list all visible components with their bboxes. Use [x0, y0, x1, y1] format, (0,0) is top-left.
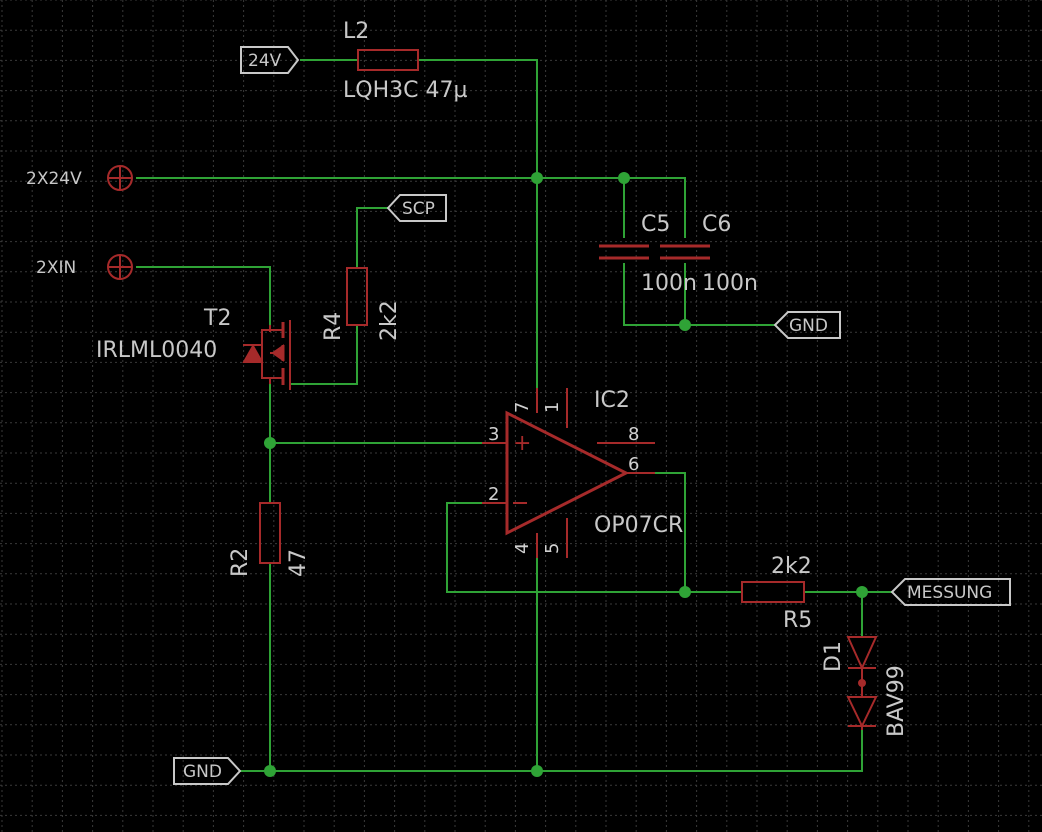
pad-label: 2XIN — [36, 258, 76, 278]
ic2-value: OP07CR — [594, 513, 683, 538]
net-flag-messung[interactable]: MESSUNG — [890, 578, 1011, 606]
c6-name: C6 — [702, 212, 731, 237]
net-flag-gnd-bottom[interactable]: GND — [173, 757, 242, 785]
junction-dot — [618, 172, 630, 184]
diode-icon — [846, 696, 878, 729]
pin-label-2: 2 — [488, 484, 499, 505]
pin-label-5: 5 — [542, 543, 563, 554]
t2-value: IRLML0040 — [96, 338, 217, 363]
pin-label-1: 1 — [542, 402, 563, 413]
junction-dot — [679, 319, 691, 331]
net-flag-label: GND — [183, 762, 222, 782]
c5-value: 100n — [641, 271, 697, 296]
net-flag-shape — [890, 578, 1011, 606]
junction-dot — [264, 437, 276, 449]
opamp-ic2[interactable]: + 7 1 3 2 8 6 4 5 IC2 OP07CR — [482, 388, 683, 558]
l2-value: LQH3C 47µ — [343, 78, 467, 103]
resistor-body — [741, 581, 805, 603]
mosfet-body — [261, 329, 283, 379]
net-flag-label: MESSUNG — [907, 583, 992, 603]
inductor-body — [357, 49, 419, 71]
junctions — [264, 172, 868, 777]
pin-label-7: 7 — [512, 402, 533, 413]
net-flag-label: 24V — [248, 51, 282, 71]
resistor-r5[interactable]: 2k2 R5 — [741, 554, 812, 633]
wire-t2-gate-r4 — [290, 325, 358, 385]
resistor-r4[interactable]: R4 2k2 — [321, 267, 402, 341]
resistor-body — [346, 267, 368, 326]
pad-2xin[interactable]: 2XIN — [36, 254, 133, 280]
diode-d1[interactable]: D1 BAV99 — [821, 636, 909, 737]
net-flag-shape — [173, 757, 242, 785]
net-flag-label: SCP — [402, 199, 435, 219]
net-flag-shape — [240, 46, 300, 74]
net-flag-scp[interactable]: SCP — [386, 194, 447, 222]
capacitor-c6[interactable]: C6 100n — [660, 212, 758, 296]
diode-center-dot — [858, 679, 866, 687]
wire-2xin-t2 — [136, 266, 271, 325]
pad-label: 2X24V — [26, 169, 82, 189]
diode-icon — [846, 636, 878, 671]
t2-name: T2 — [203, 306, 231, 331]
body-diode-icon — [242, 343, 264, 363]
r5-value: 2k2 — [771, 554, 812, 579]
opamp-plus-sign: + — [513, 431, 531, 456]
d1-value: BAV99 — [884, 665, 909, 737]
resistor-body — [259, 502, 281, 564]
pad-2x24v[interactable]: 2X24V — [26, 165, 133, 191]
wire-l2-vplus — [418, 59, 538, 413]
junction-dot — [856, 586, 868, 598]
r2-value: 47 — [286, 549, 311, 577]
wire-feedback — [446, 502, 685, 593]
pin-label-6: 6 — [628, 454, 639, 475]
mosfet-arrow — [271, 344, 284, 362]
junction-dot — [264, 765, 276, 777]
net-flag-shape — [386, 194, 447, 222]
junction-dot — [531, 765, 543, 777]
net-flag-24v[interactable]: 24V — [240, 46, 300, 74]
junction-dot — [531, 172, 543, 184]
d1-name: D1 — [821, 641, 846, 672]
resistor-r2[interactable]: R2 47 — [228, 502, 311, 577]
wire-output — [655, 472, 686, 592]
pin-label-4: 4 — [512, 543, 533, 554]
net-flag-shape — [773, 311, 841, 339]
r2-name: R2 — [228, 548, 253, 577]
inductor-l2[interactable]: L2 LQH3C 47µ — [343, 19, 467, 103]
c5-name: C5 — [641, 212, 670, 237]
wires — [136, 59, 892, 772]
r4-name: R4 — [321, 312, 346, 341]
wire-caps-gnd — [623, 263, 775, 326]
r4-value: 2k2 — [377, 300, 402, 341]
wire-r4-scp — [356, 207, 388, 268]
capacitor-c5[interactable]: C5 100n — [599, 212, 697, 296]
net-flag-label: GND — [789, 316, 828, 336]
c6-value: 100n — [702, 271, 758, 296]
l2-name: L2 — [343, 19, 369, 44]
wire-2x24v-rail — [136, 177, 686, 238]
pin-label-3: 3 — [488, 424, 499, 445]
ic2-name: IC2 — [594, 388, 630, 413]
junction-dot — [679, 586, 691, 598]
pin-label-8: 8 — [628, 424, 639, 445]
mosfet-t2[interactable]: T2 IRLML0040 — [96, 306, 291, 390]
opamp-triangle — [505, 410, 630, 536]
wire-gnd-rail — [240, 730, 863, 772]
r5-name: R5 — [783, 608, 812, 633]
net-flag-gnd-right[interactable]: GND — [773, 311, 841, 339]
